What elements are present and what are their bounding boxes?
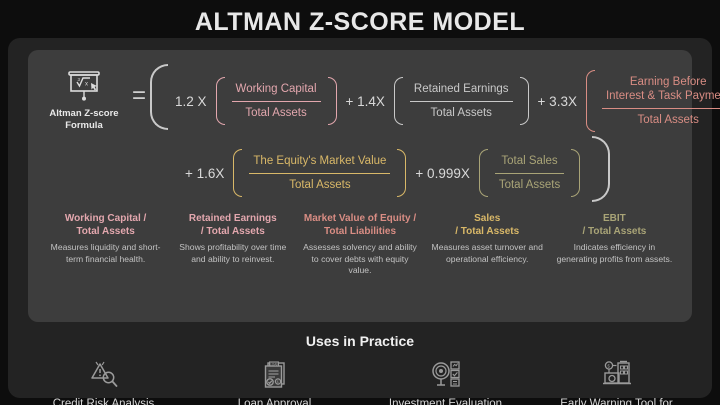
coefficient-1: 1.2 X [175,93,207,109]
description-heading: Working Capital /Total Assets [64,213,147,237]
formula-row-1: 3 x Altman Z-score Formula = 1.2 X [28,64,720,136]
use-item-label: Investment Evaluation [388,398,503,405]
risk-magnifier-icon [24,358,183,392]
fraction-body: Working Capital Total Assets [225,77,328,124]
brand-label: Altman Z-score Formula [49,108,118,132]
use-item-investment-evaluation[interactable]: Investment Evaluation [360,358,531,405]
description-item: Retained Earnings/ Total Assets Shows pr… [169,212,296,265]
svg-text:$: $ [607,363,610,368]
denominator: Total Assets [231,100,321,120]
numerator: Retained Earnings [413,83,509,96]
content-panel: 3 x Altman Z-score Formula = 1.2 X [8,38,720,405]
fraction-bracket-right [327,77,337,125]
uses-list: Credit Risk Analysis LOAN [18,358,702,405]
description-heading: EBIT/ Total Assets [582,213,647,237]
fraction-4: The Equity's Market Value Total Assets [231,149,408,197]
use-item-corporate-distress[interactable]: $ Early Warning Tool forCorporate Distre… [531,358,702,405]
denominator: Total Assets [494,172,565,192]
description-body: Measures liquidity and short-term financ… [50,242,161,264]
svg-text:LOAN: LOAN [270,362,279,366]
big-paren-open [150,64,169,130]
numerator: Total Sales [501,155,558,168]
denominator: Total Assets [409,100,513,120]
brand-label-line2: Formula [65,120,103,131]
investment-chart-icon [366,358,525,392]
coefficient-2: + 1.4X [345,93,385,109]
coefficient-4: + 1.6X [185,165,225,181]
loan-document-icon: LOAN $ [195,358,354,392]
big-paren-close [592,136,611,202]
presentation-formula-icon: 3 x [62,70,106,104]
denominator: Total Assets [249,172,391,192]
description-item: Sales/ Total Assets Measures asset turno… [424,212,551,265]
description-heading: Market Value of Equity /Total Liabilitie… [303,213,417,237]
fraction-bracket-left [393,77,403,125]
description-heading: Retained Earnings/ Total Assets [188,213,277,237]
page-title: ALTMAN Z-SCORE MODEL [194,8,526,36]
description-body: Indicates efficiency in generating profi… [556,242,673,264]
formula-card: 3 x Altman Z-score Formula = 1.2 X [28,50,720,322]
svg-text:x: x [85,82,88,88]
fraction-body: Total Sales Total Assets [488,149,571,196]
use-item-label: Early Warning Tool forCorporate Distress [560,398,673,405]
fraction-bracket-left [585,70,595,132]
brand-label-line1: Altman Z-score [49,108,119,120]
fraction-bracket-left [478,149,488,197]
description-body: Shows profitability over time and abilit… [179,242,287,264]
formula-row-2: + 1.6X The Equity's Market Value Total A… [28,136,692,204]
fraction-bracket-left [215,77,225,125]
fraction-2: Retained Earnings Total Assets [392,77,531,125]
use-item-loan-approval[interactable]: LOAN $ Loan ApprovalDecisions [189,358,360,405]
description-body: Assesses solvency and ability to cover d… [303,242,417,276]
numerator: The Equity's Market Value [253,155,387,168]
fraction-body: The Equity's Market Value Total Assets [242,149,397,196]
corporate-distress-icon: $ [537,358,696,392]
use-item-label: Loan ApprovalDecisions [237,398,312,405]
use-item-credit-risk[interactable]: Credit Risk Analysis [18,358,189,405]
fraction-body: Retained Earnings Total Assets [403,77,520,124]
fraction-5: Total Sales Total Assets [477,149,582,197]
fraction-1: Working Capital Total Assets [214,77,339,125]
fraction-bracket-right [397,149,407,197]
fraction-bracket-right [519,77,529,125]
description-heading: Sales/ Total Assets [455,213,520,237]
numerator: Working Capital [235,83,317,96]
coefficient-5: + 0.999X [415,165,470,181]
equals-sign: = [132,82,147,109]
description-columns: Working Capital /Total Assets Measures l… [42,212,678,277]
uses-section-title: Uses in Practice [305,333,415,349]
description-item: Market Value of Equity /Total Liabilitie… [296,212,423,277]
coefficient-3: + 3.3X [537,93,577,109]
denominator: Total Assets [601,107,720,127]
description-body: Measures asset turnover and operational … [431,242,543,264]
svg-text:3: 3 [78,77,81,82]
svg-text:$: $ [276,380,278,384]
brand-block: 3 x Altman Z-score Formula [36,70,132,132]
fraction-bracket-left [233,149,243,197]
description-item: EBIT/ Total Assets Indicates efficiency … [551,212,678,265]
fraction-bracket-right [571,149,581,197]
description-item: Working Capital /Total Assets Measures l… [42,212,169,265]
use-item-label: Credit Risk Analysis [52,398,155,405]
